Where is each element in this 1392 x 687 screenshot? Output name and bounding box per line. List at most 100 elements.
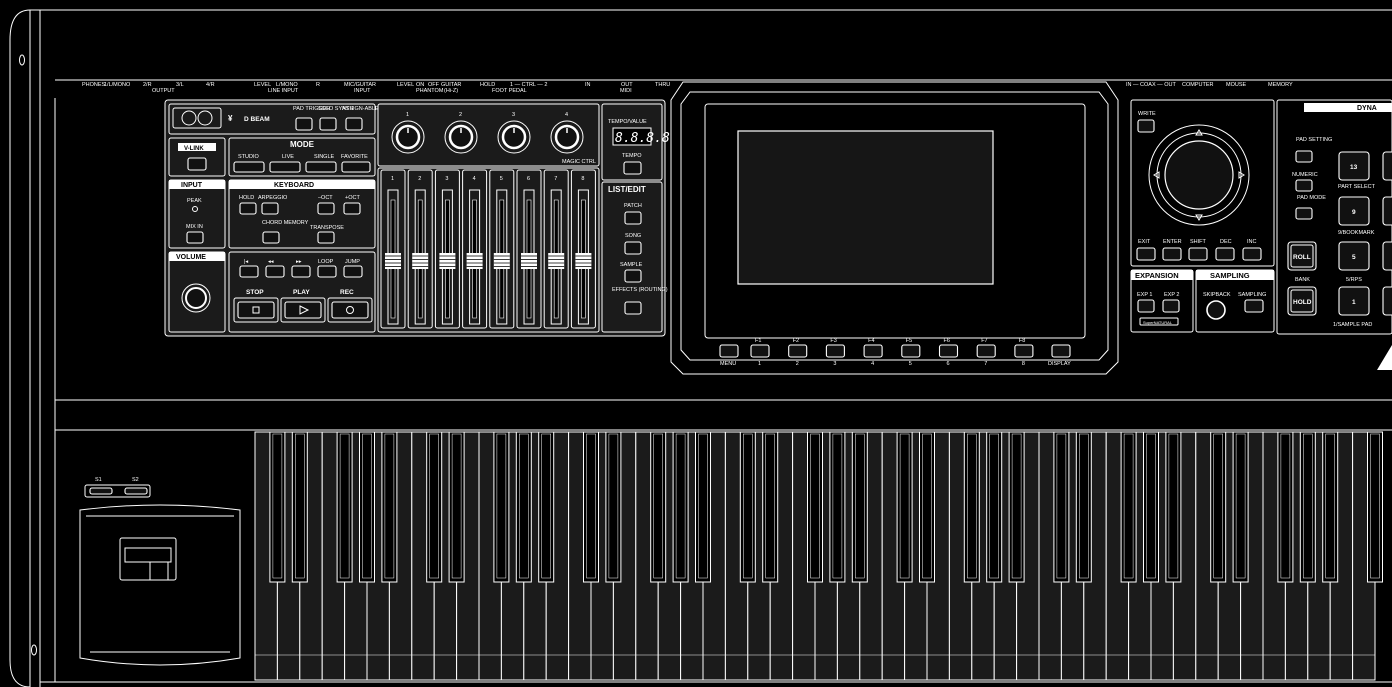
black-key[interactable]: [493, 431, 510, 583]
black-key[interactable]: [538, 431, 555, 583]
volume-knob[interactable]: [185, 287, 207, 309]
knob-3[interactable]: [501, 124, 527, 150]
down-cursor[interactable]: [1195, 214, 1203, 221]
left-cursor[interactable]: [1153, 171, 1160, 179]
dec-button[interactable]: [1215, 247, 1235, 261]
black-key[interactable]: [1277, 431, 1294, 583]
slider-5-cap[interactable]: [493, 253, 510, 269]
black-key[interactable]: [1165, 431, 1182, 583]
black-key[interactable]: [1143, 431, 1159, 583]
mix-in-button[interactable]: [186, 231, 204, 244]
roll-button[interactable]: [1287, 241, 1317, 271]
black-key[interactable]: [919, 431, 935, 583]
inc-button[interactable]: [1242, 247, 1262, 261]
pad-5[interactable]: [1338, 241, 1370, 271]
play-button[interactable]: [284, 301, 322, 319]
reset-button[interactable]: [239, 265, 259, 278]
black-key[interactable]: [829, 431, 846, 583]
chord-memory-button[interactable]: [262, 231, 280, 244]
s1-button[interactable]: [89, 487, 113, 495]
loop-button[interactable]: [317, 265, 337, 278]
vlink-button[interactable]: [187, 157, 207, 171]
black-key[interactable]: [515, 431, 532, 583]
f4-button[interactable]: [863, 344, 883, 358]
f5-button[interactable]: [901, 344, 921, 358]
black-key[interactable]: [1120, 431, 1137, 583]
shift-button[interactable]: [1188, 247, 1208, 261]
jump-button[interactable]: [343, 265, 363, 278]
black-key[interactable]: [762, 431, 779, 583]
knob-1[interactable]: [395, 124, 421, 150]
pad-mode-button[interactable]: [1295, 207, 1313, 220]
black-key[interactable]: [851, 431, 868, 583]
oct-down-button[interactable]: [317, 202, 335, 215]
black-key[interactable]: [739, 431, 756, 583]
fwd-button[interactable]: [291, 265, 311, 278]
transpose-button[interactable]: [317, 231, 335, 244]
exit-button[interactable]: [1136, 247, 1156, 261]
bwd-button[interactable]: [265, 265, 285, 278]
enter-button[interactable]: [1162, 247, 1182, 261]
patch-button[interactable]: [624, 211, 642, 225]
skipback-button[interactable]: [1206, 300, 1226, 320]
knob-4[interactable]: [554, 124, 580, 150]
slider-8-cap[interactable]: [575, 253, 592, 269]
f7-button[interactable]: [976, 344, 996, 358]
black-key[interactable]: [1210, 431, 1227, 583]
black-key[interactable]: [269, 431, 286, 583]
mode-favorite-button[interactable]: [341, 161, 371, 173]
assignable-button[interactable]: [345, 117, 363, 131]
black-key[interactable]: [1322, 431, 1339, 583]
slider-6-cap[interactable]: [521, 253, 537, 269]
f6-button[interactable]: [938, 344, 959, 358]
black-key[interactable]: [1075, 431, 1092, 583]
sampling-button[interactable]: [1244, 299, 1264, 313]
solo-synth-button[interactable]: [319, 117, 337, 131]
hold-pad-button[interactable]: [1287, 286, 1317, 316]
stop-button[interactable]: [237, 301, 275, 319]
slider-7-cap[interactable]: [548, 253, 565, 269]
black-key[interactable]: [672, 431, 689, 583]
black-key[interactable]: [583, 431, 599, 583]
menu-button[interactable]: [719, 344, 739, 358]
slider-1-cap[interactable]: [385, 253, 401, 269]
f1-button[interactable]: [750, 344, 770, 358]
s2-button[interactable]: [124, 487, 148, 495]
slider-4-cap[interactable]: [466, 253, 483, 269]
write-button[interactable]: [1137, 119, 1155, 133]
mode-single-button[interactable]: [305, 161, 337, 173]
black-key[interactable]: [1299, 431, 1316, 583]
pad-13[interactable]: [1338, 151, 1370, 181]
f3-button[interactable]: [825, 344, 845, 358]
black-key[interactable]: [1367, 431, 1383, 583]
pad-setting-button[interactable]: [1295, 150, 1313, 163]
black-key[interactable]: [986, 431, 1003, 583]
f2-button[interactable]: [788, 344, 808, 358]
display-button[interactable]: [1051, 344, 1071, 358]
black-key[interactable]: [1053, 431, 1070, 583]
knob-2[interactable]: [448, 124, 474, 150]
black-key[interactable]: [359, 431, 375, 583]
f8-button[interactable]: [1014, 344, 1034, 358]
pad-trigger-button[interactable]: [295, 117, 313, 131]
black-key[interactable]: [807, 431, 823, 583]
black-key[interactable]: [426, 431, 443, 583]
black-key[interactable]: [896, 431, 913, 583]
oct-up-button[interactable]: [343, 202, 361, 215]
exp1-button[interactable]: [1137, 299, 1155, 313]
black-key[interactable]: [448, 431, 465, 583]
value-dial[interactable]: [1164, 140, 1234, 210]
sample-button[interactable]: [624, 269, 642, 283]
up-cursor[interactable]: [1195, 129, 1203, 136]
pad-9[interactable]: [1338, 196, 1370, 226]
pitch-bend-lever[interactable]: [119, 537, 177, 581]
slider-3-cap[interactable]: [439, 253, 456, 269]
exp2-button[interactable]: [1162, 299, 1180, 313]
tempo-button[interactable]: [623, 161, 642, 175]
mode-studio-button[interactable]: [233, 161, 265, 173]
mode-live-button[interactable]: [269, 161, 301, 173]
song-button[interactable]: [624, 241, 642, 255]
black-key[interactable]: [1008, 431, 1025, 583]
right-cursor[interactable]: [1238, 171, 1245, 179]
numeric-button[interactable]: [1295, 179, 1313, 192]
